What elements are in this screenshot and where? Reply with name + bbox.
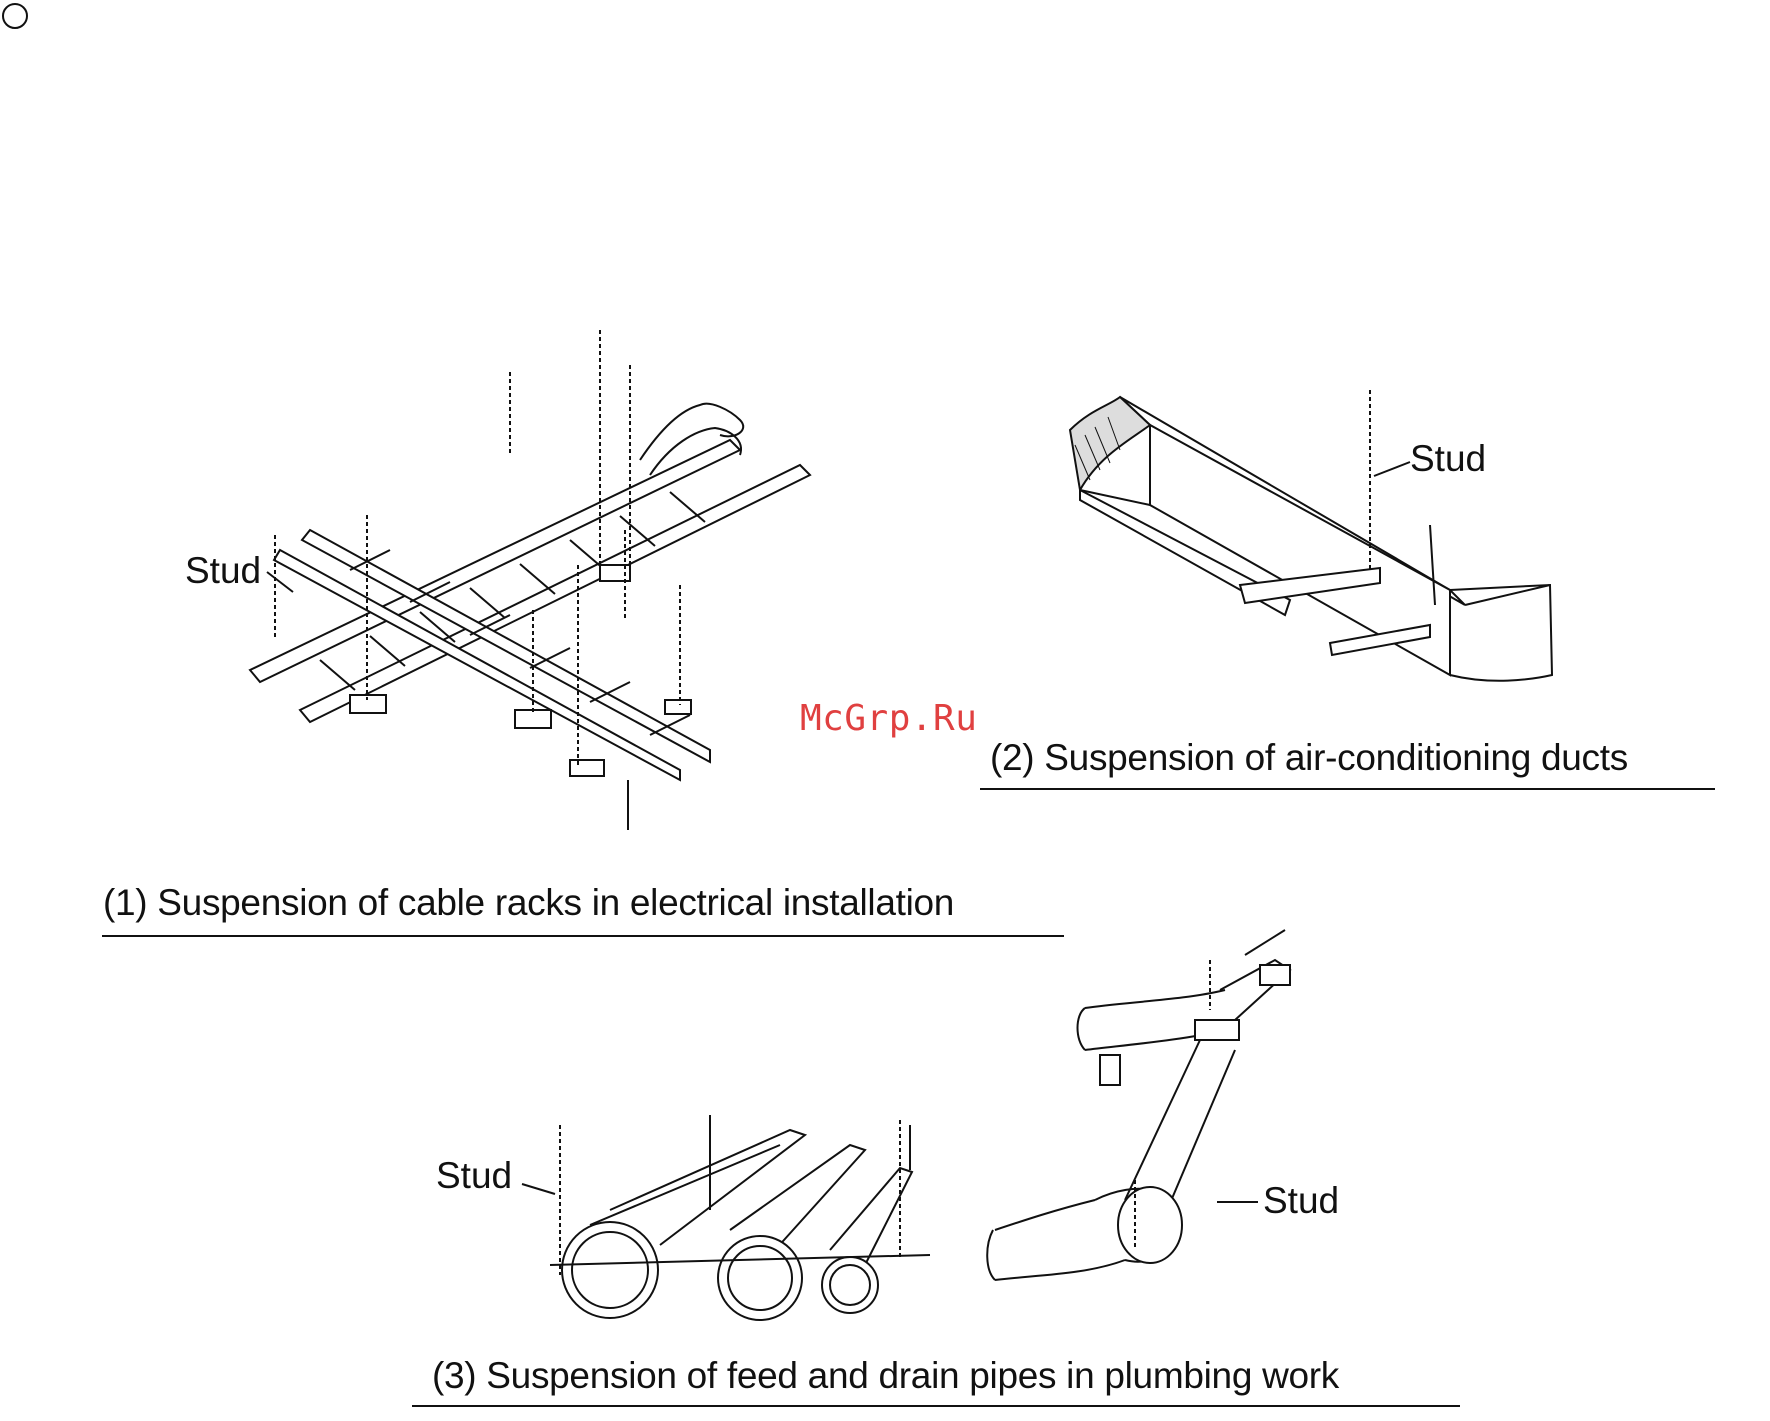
- stud-label-fig2: Stud: [1410, 438, 1486, 480]
- stud-leader-fig3-right: [1215, 1198, 1260, 1213]
- stud-leader-fig1: [265, 570, 295, 595]
- figure-2-caption: (2) Suspension of air-conditioning ducts: [990, 737, 1628, 779]
- figure-2-caption-rule: [980, 788, 1715, 790]
- figure-3-caption: (3) Suspension of feed and drain pipes i…: [432, 1355, 1339, 1397]
- figure-3-caption-rule: [412, 1405, 1460, 1407]
- stud-label-fig1: Stud: [185, 550, 261, 592]
- parallel-pipes-illustration: [530, 1110, 930, 1350]
- air-duct-illustration: [1060, 385, 1560, 705]
- figure-1-caption: (1) Suspension of cable racks in electri…: [103, 882, 954, 924]
- cable-rack-illustration: [240, 370, 840, 840]
- stud-leader-fig2: [1372, 458, 1412, 478]
- figure-1-caption-rule: [102, 935, 1064, 937]
- watermark: McGrp.Ru: [800, 698, 977, 739]
- circle-marker: [2, 3, 28, 29]
- stud-leader-fig3-left: [520, 1180, 560, 1200]
- stud-label-fig3-left: Stud: [436, 1155, 512, 1197]
- stud-label-fig3-right: Stud: [1263, 1180, 1339, 1222]
- drain-pipe-illustration: [985, 930, 1355, 1300]
